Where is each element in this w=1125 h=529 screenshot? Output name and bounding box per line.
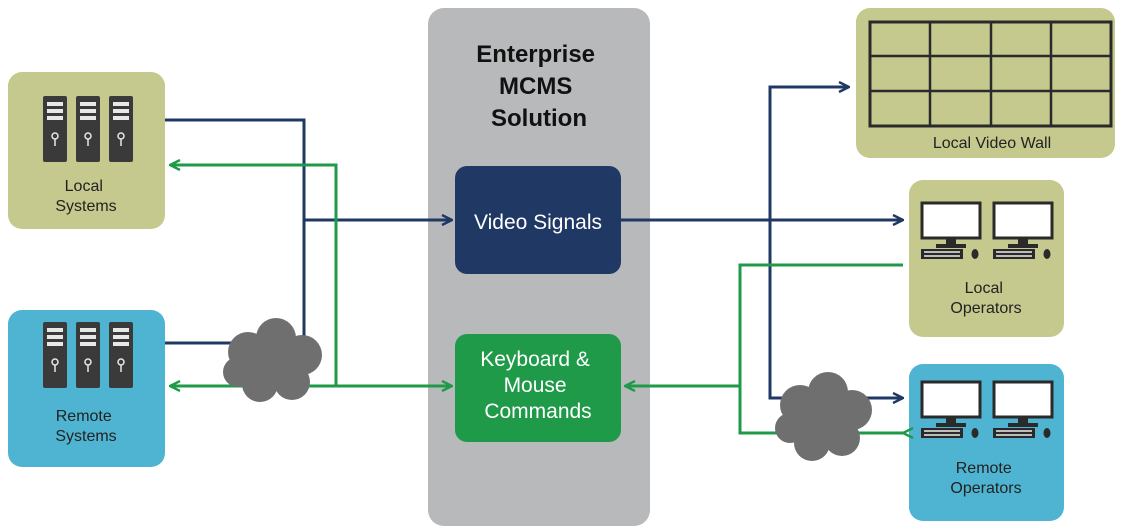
server-rack-icon bbox=[75, 321, 101, 389]
remote-operators-label: Remote Operators bbox=[950, 460, 1021, 497]
local-ops-to-kbm-line bbox=[625, 263, 903, 386]
keyboard-mouse-box bbox=[455, 334, 621, 442]
local-operators-label: Local Operators bbox=[950, 280, 1021, 317]
server-rack-icon bbox=[108, 95, 134, 163]
network-cloud-icon bbox=[223, 318, 322, 402]
remote-systems-node: Remote Systems bbox=[8, 310, 165, 467]
video-signals-label: Video Signals bbox=[474, 211, 602, 234]
video-wall-grid-icon bbox=[868, 20, 1113, 128]
server-rack-icon bbox=[42, 321, 68, 389]
video-wall-label: Local Video Wall bbox=[933, 135, 1051, 152]
local-video-wall-node: Local Video Wall bbox=[856, 8, 1115, 158]
local-to-video-line bbox=[165, 118, 452, 220]
local-systems-node: Local Systems bbox=[8, 72, 165, 229]
server-rack-icon bbox=[75, 95, 101, 163]
network-cloud-icon bbox=[775, 372, 872, 461]
server-rack-icon bbox=[108, 321, 134, 389]
remote-operators-node: Remote Operators bbox=[909, 364, 1064, 521]
mcms-title: Enterprise MCMS Solution bbox=[476, 41, 601, 132]
server-rack-icon bbox=[42, 95, 68, 163]
video-to-remote-ops-line bbox=[768, 220, 903, 398]
video-signals-box bbox=[455, 166, 621, 274]
remote-systems-label: Remote Systems bbox=[55, 408, 116, 445]
keyboard-mouse-label: Keyboard & Mouse Commands bbox=[480, 348, 596, 423]
local-operators-node: Local Operators bbox=[909, 180, 1064, 337]
video-to-wall-line bbox=[621, 87, 849, 222]
local-systems-label: Local Systems bbox=[55, 178, 116, 215]
